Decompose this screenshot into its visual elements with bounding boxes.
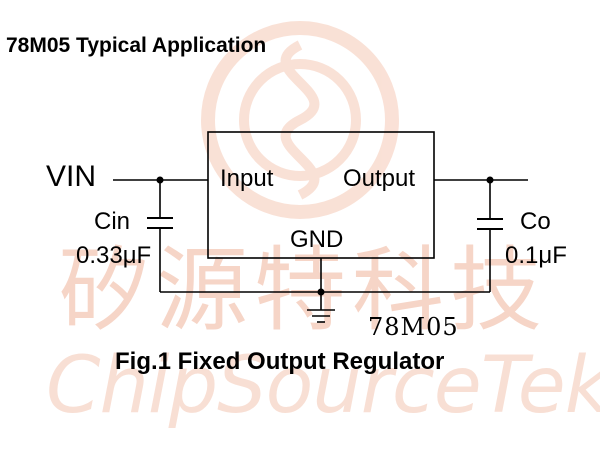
page-title: 78M05 Typical Application xyxy=(6,34,267,57)
gnd-pin-label: GND xyxy=(290,226,344,253)
co-name: Co xyxy=(520,208,551,235)
watermark-logo xyxy=(201,21,399,219)
input-pin-label: Input xyxy=(220,165,274,192)
watermark-latin: ChipSourceTek xyxy=(46,341,600,431)
ground-junction xyxy=(317,288,325,296)
co-value: 0.1μF xyxy=(505,242,567,269)
part-number-tag: 78M05 xyxy=(368,313,459,341)
cin-value: 0.33μF xyxy=(76,242,152,269)
ground-symbol xyxy=(307,309,335,323)
watermark-chinese: 矽源特科技 xyxy=(58,237,548,344)
figure-caption: Fig.1 Fixed Output Regulator xyxy=(115,348,445,375)
vin-label: VIN xyxy=(46,160,97,193)
output-pin-label: Output xyxy=(343,165,416,192)
cin-name: Cin xyxy=(94,208,131,235)
